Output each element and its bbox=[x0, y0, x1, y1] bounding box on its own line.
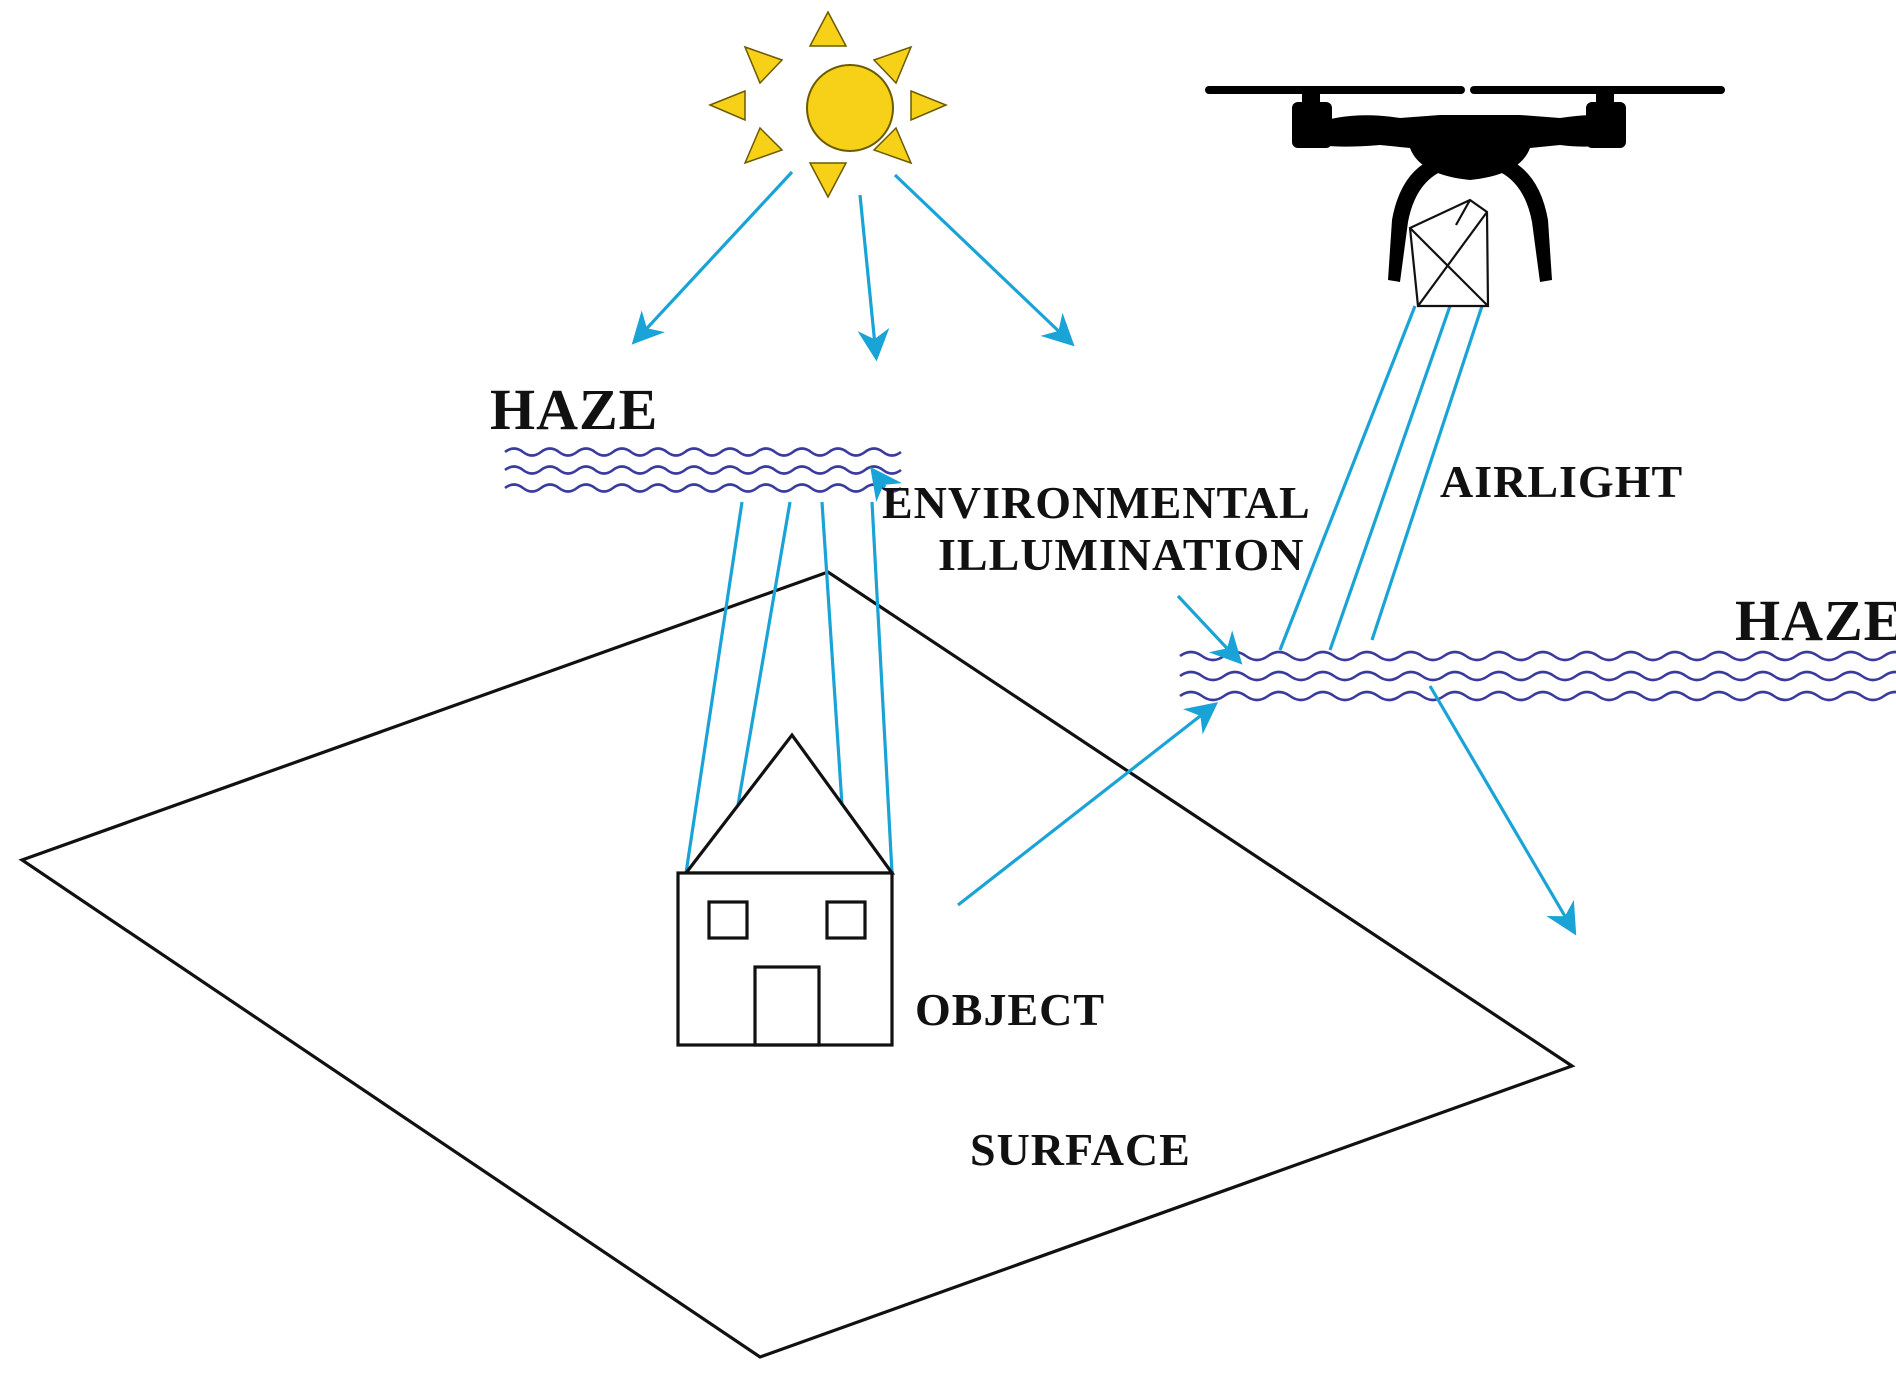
airlight-beams bbox=[1278, 305, 1484, 651]
scattered-ray bbox=[1428, 685, 1577, 936]
surface-plane bbox=[18, 570, 1576, 1359]
environmental-illumination-label-line2: ILLUMINATION bbox=[938, 529, 1304, 580]
environmental-illumination-arrow bbox=[1176, 594, 1243, 665]
sun-icon bbox=[708, 10, 948, 199]
illumination-to-haze-arrow bbox=[870, 466, 903, 503]
drone-icon bbox=[1205, 86, 1725, 282]
sunlight-rays bbox=[631, 170, 1075, 362]
haze-layer-left bbox=[504, 447, 902, 493]
environmental-illumination-label-line1: ENVIRONMENTAL bbox=[882, 477, 1311, 528]
haze-layer-right bbox=[1179, 650, 1896, 702]
haze-label-right: HAZE bbox=[1735, 588, 1896, 653]
surface-label: SURFACE bbox=[970, 1124, 1191, 1175]
haze-label-left: HAZE bbox=[490, 377, 658, 442]
haze-to-object-beams bbox=[684, 501, 894, 874]
object-reflection-ray bbox=[957, 702, 1219, 907]
camera-icon bbox=[1408, 198, 1490, 308]
house-icon bbox=[676, 732, 896, 1047]
airlight-label: AIRLIGHT bbox=[1440, 456, 1683, 507]
object-label: OBJECT bbox=[915, 984, 1105, 1035]
